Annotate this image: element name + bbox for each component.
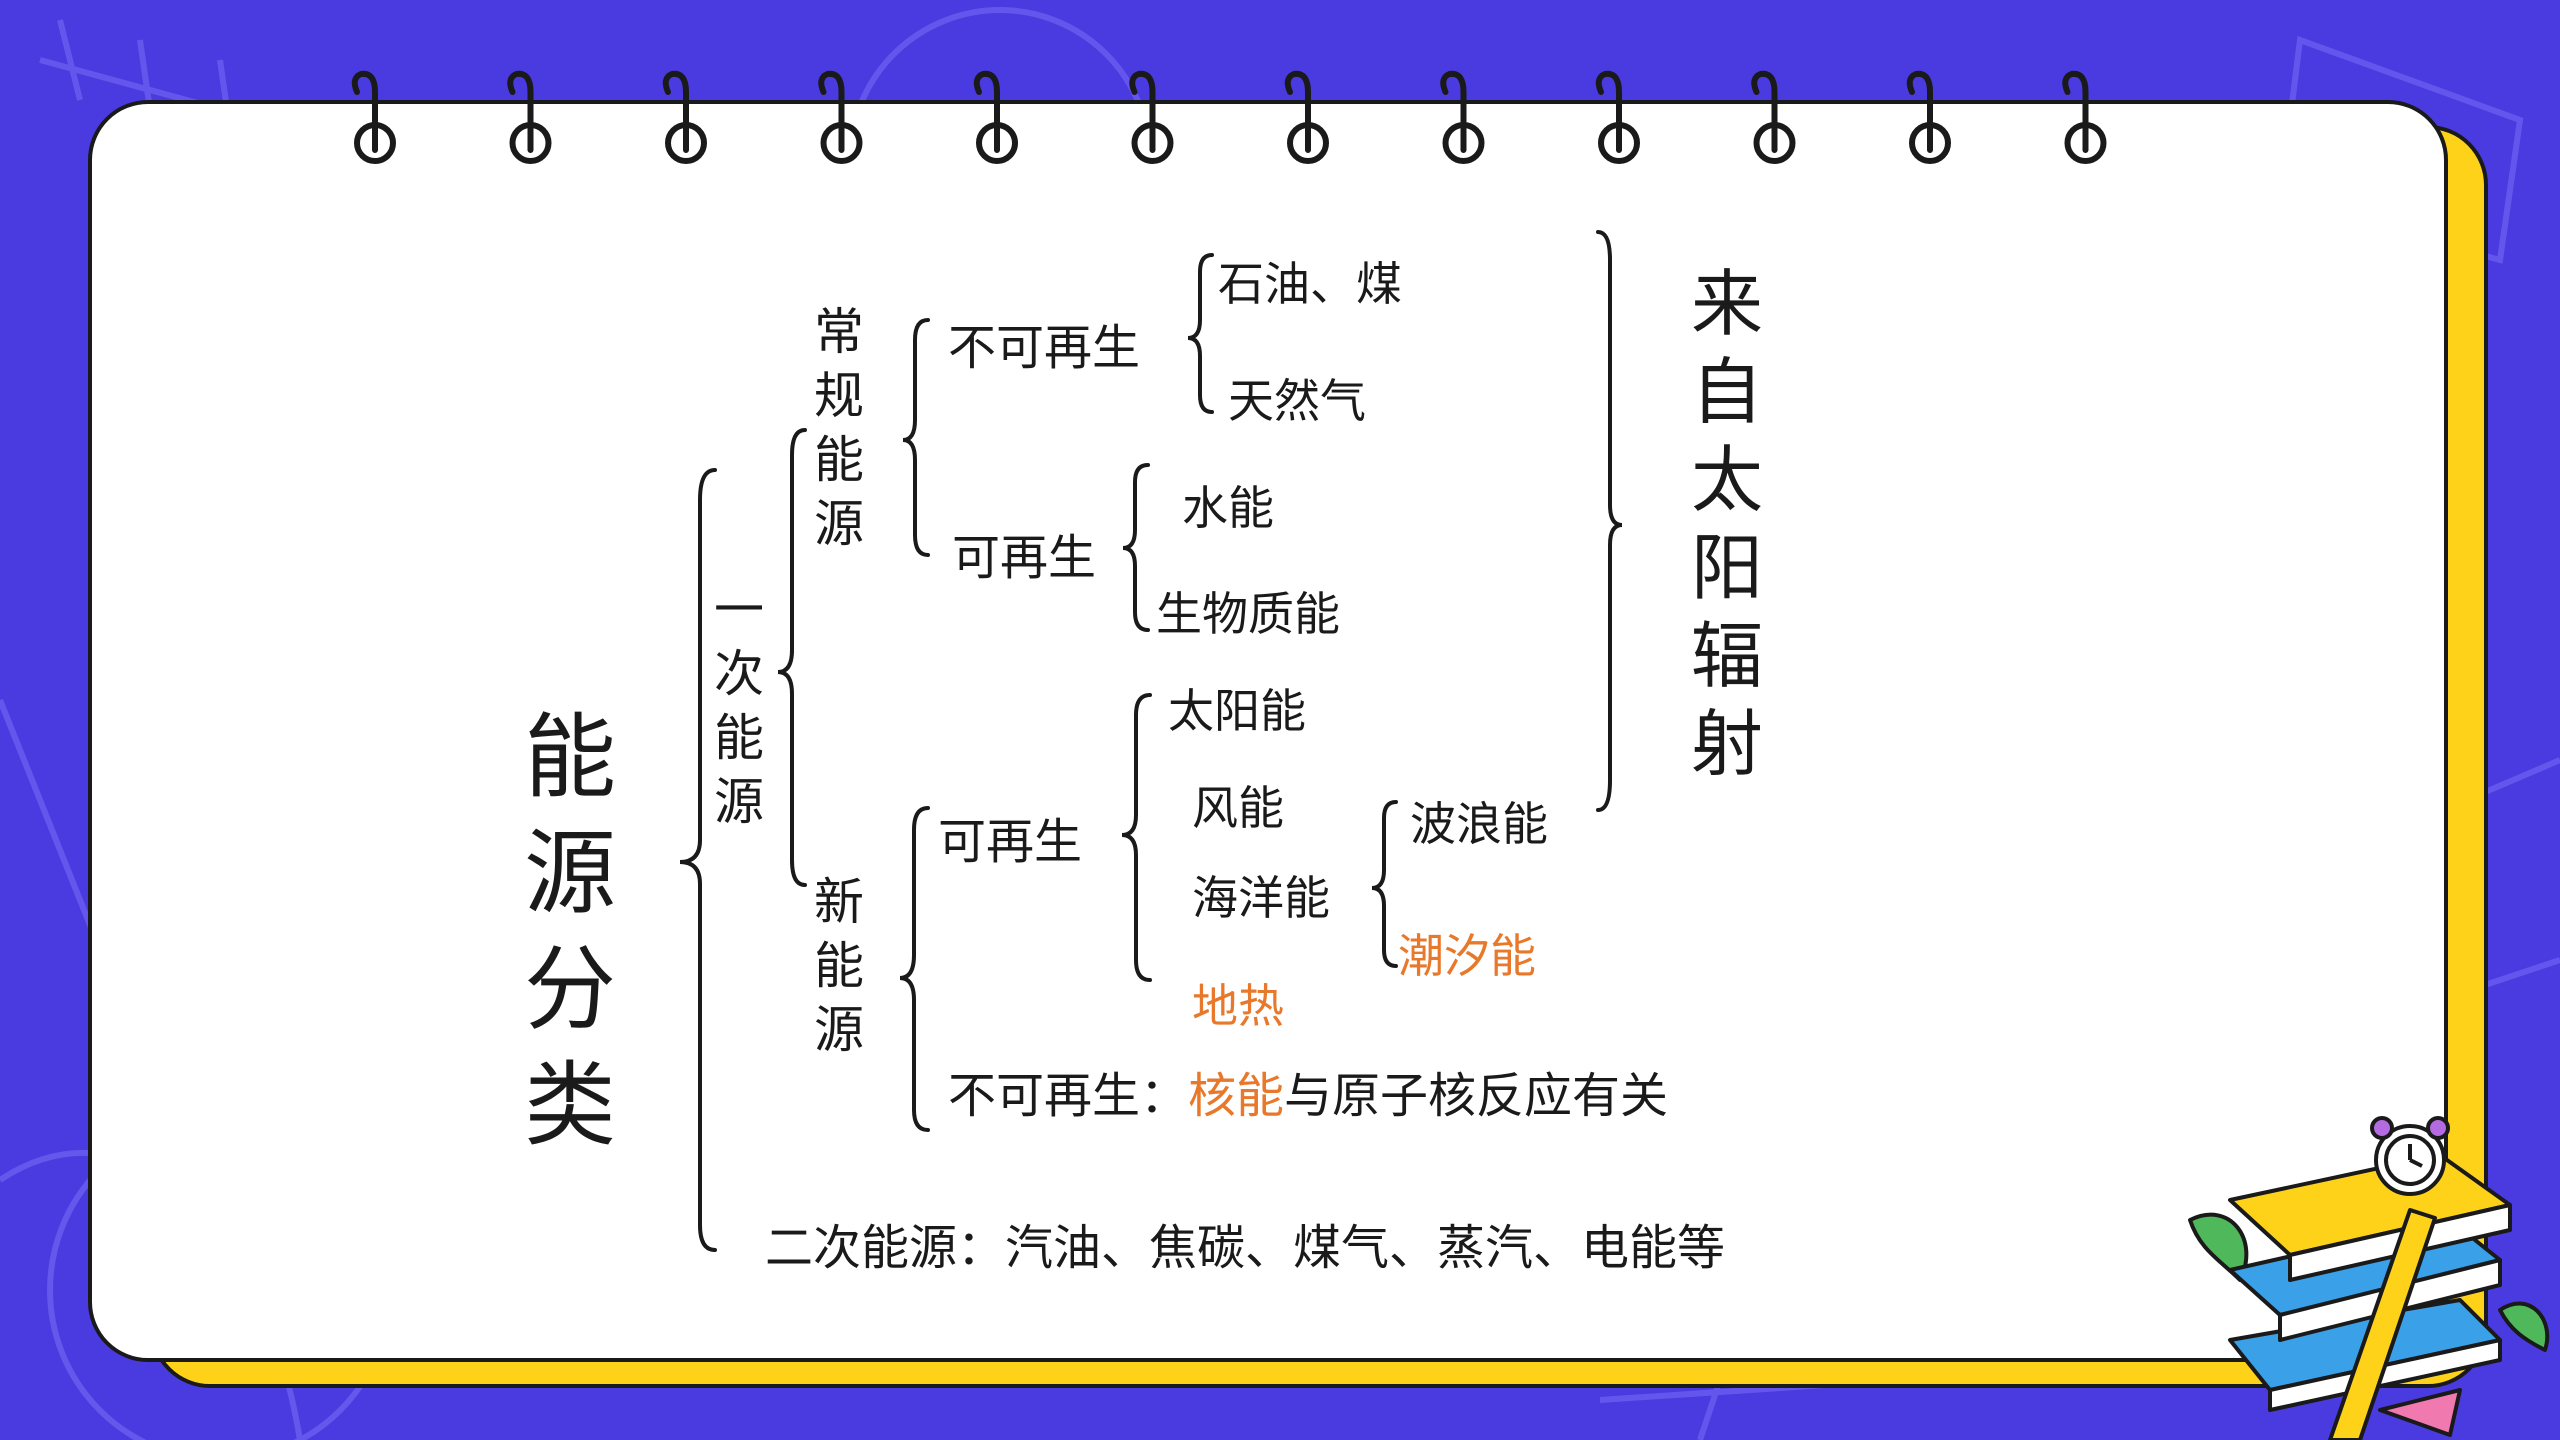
oil-coal-label: 石油、煤 [1218,257,1402,311]
hydro-label: 水能 [1182,481,1274,535]
new-renewable-brace [1121,693,1152,982]
secondary-label: 二次能源：汽油、焦碳、煤气、蒸汽、电能等 [765,1220,1726,1276]
notebook-card [88,100,2448,1362]
root-brace [679,468,717,1252]
wave-label: 波浪能 [1410,797,1548,851]
nuclear-description: 与原子核反应有关 [1284,1068,1669,1124]
ring-wire [1595,70,1622,153]
ocean-brace [1371,800,1398,968]
solar-label: 太阳能 [1168,684,1306,738]
solar-origin-label: 来自太阳辐射 [1690,262,1763,786]
ring-wire [1284,70,1311,153]
ring-wire [2062,70,2089,153]
ring-wire [351,70,378,153]
new-nonrenewable-row: 不可再生：核能与原子核反应有关 [948,1056,1668,1126]
solar-origin-bracket [1596,230,1623,812]
wind-label: 风能 [1192,781,1284,835]
books-clock-ruler-icon [2188,1116,2550,1440]
ring-wire [1129,70,1156,153]
ring-wire [1751,70,1778,153]
primary-brace [777,428,807,887]
renewable-brace [1122,463,1150,632]
notebook-ring-icon [351,70,2107,164]
conventional-label: 常规能源 [814,303,864,553]
ring-wire [1906,70,1933,153]
biomass-label: 生物质能 [1156,587,1340,641]
ring-wire [662,70,689,153]
ring-wire [818,70,845,153]
conventional-nonrenewable-label: 不可再生 [948,320,1141,376]
conventional-renewable-label: 可再生 [952,530,1097,586]
new-energy-brace [899,806,930,1132]
nonrenewable-brace [1187,253,1214,414]
primary-label: 一次能源 [714,581,764,831]
natural-gas-label: 天然气 [1228,374,1366,428]
tidal-label: 潮汐能 [1398,929,1536,983]
geothermal-label: 地热 [1192,979,1284,1033]
root-label: 能源分类 [523,704,616,1159]
ring-wire [973,70,1000,153]
ocean-label: 海洋能 [1192,871,1330,925]
new-renewable-label: 可再生 [938,814,1083,870]
new-nonrenewable-prefix: 不可再生： [948,1068,1189,1124]
ring-wire [507,70,534,153]
new-energy-label: 新能源 [814,873,864,1059]
ring-wire [1440,70,1467,153]
nuclear-label: 核能 [1188,1068,1285,1124]
conventional-brace [902,318,930,557]
